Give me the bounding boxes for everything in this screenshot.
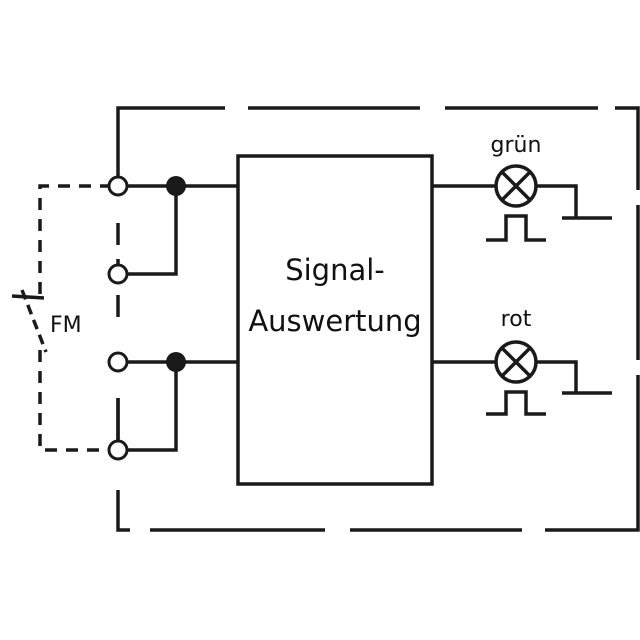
junction-dot-bottom <box>166 352 186 372</box>
enclosure-border <box>116 106 640 532</box>
terminal-3 <box>107 351 129 373</box>
red-pulse-icon <box>486 390 546 416</box>
terminal-4 <box>107 439 129 461</box>
block-title-line2: Auswertung <box>248 304 421 338</box>
terminal-wiring <box>126 184 238 452</box>
signal-evaluation-block <box>236 154 434 486</box>
green-lamp-label: grün <box>491 133 542 158</box>
terminal-2 <box>107 263 129 285</box>
red-lamp-output <box>432 340 612 416</box>
red-lamp-label: rot <box>501 307 532 332</box>
fm-switch <box>11 289 48 353</box>
block-title-line1: Signal- <box>285 253 385 287</box>
terminal-1 <box>107 175 129 197</box>
green-lamp-output <box>432 164 612 242</box>
green-pulse-icon <box>486 214 546 242</box>
fm-dashed-loop <box>38 184 112 452</box>
junction-dot-top <box>166 176 186 196</box>
fm-label: FM <box>50 313 82 338</box>
